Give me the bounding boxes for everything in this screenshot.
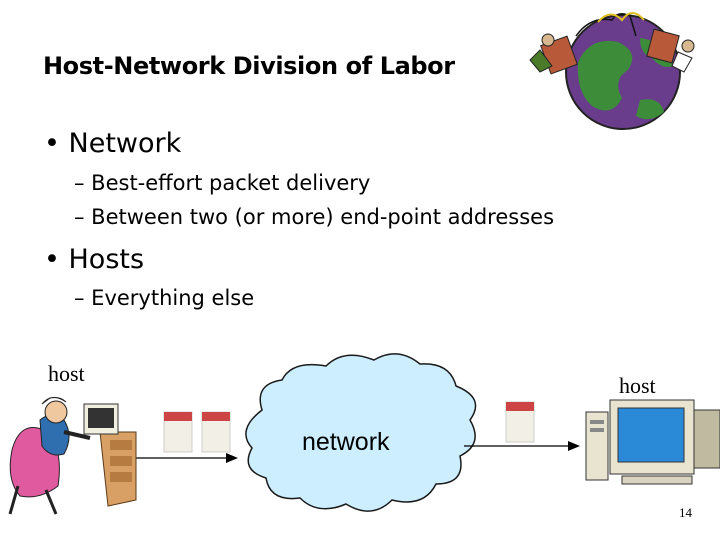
subbullet-end-point-addresses: – Between two (or more) end-point addres…: [74, 205, 555, 229]
globe-icon: [529, 12, 695, 130]
packet: [163, 411, 193, 453]
slide-title: Host-Network Division of Labor: [43, 52, 455, 80]
arrowhead-icon: [568, 441, 580, 451]
person-at-computer-icon: [8, 397, 137, 515]
right-host-label: host: [619, 373, 656, 398]
page-number: 14: [679, 505, 692, 520]
left-host-label: host: [48, 361, 85, 386]
bullet-hosts: • Hosts: [44, 244, 145, 275]
packet: [201, 411, 231, 453]
network-label: network: [302, 428, 390, 456]
subbullet-best-effort: – Best-effort packet delivery: [74, 171, 371, 195]
desktop-computer-icon: [585, 399, 720, 485]
network-cloud: [245, 353, 477, 512]
bullet-network: • Network: [44, 128, 182, 159]
packet: [505, 401, 535, 443]
subbullet-everything-else: – Everything else: [74, 286, 255, 310]
arrowhead-icon: [226, 453, 238, 463]
